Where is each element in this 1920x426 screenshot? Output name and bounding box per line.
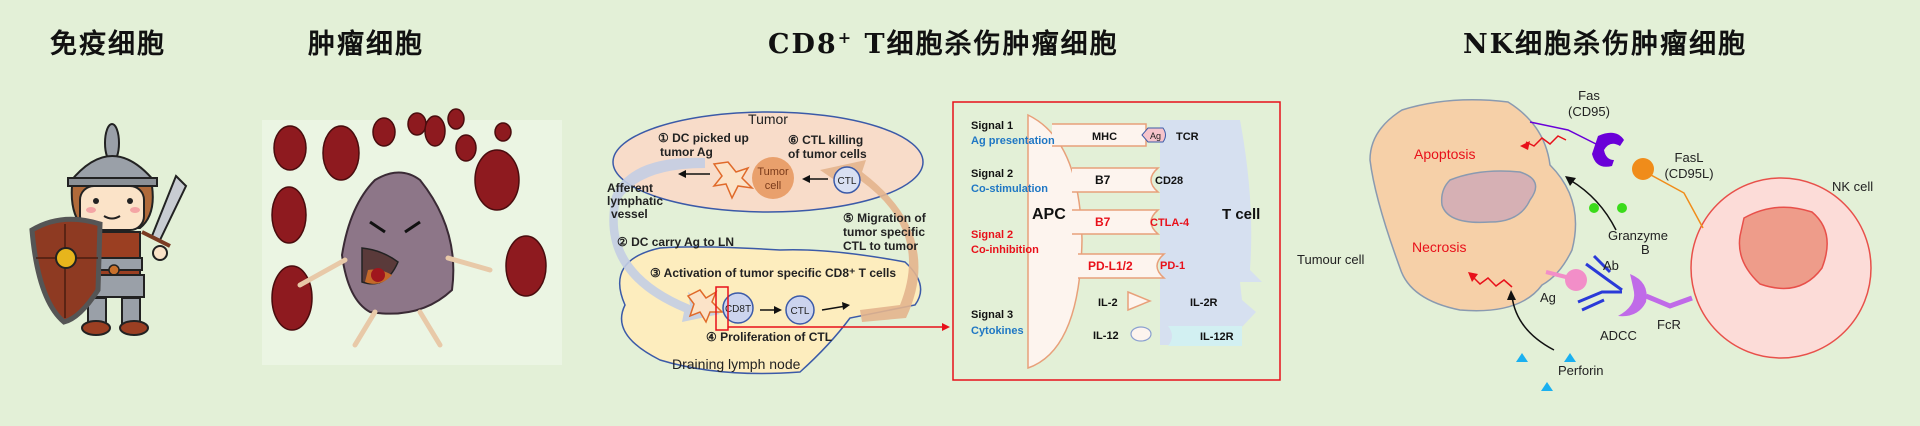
ctl-label: CTL	[838, 176, 857, 187]
step6-line2: of tumor cells	[788, 147, 867, 161]
cd28-label: CD28	[1155, 175, 1183, 187]
step1-line2: tumor Ag	[660, 145, 713, 159]
step3-label: ③ Activation of tumor specific CD8⁺ T ce…	[650, 266, 896, 280]
face-icon	[79, 185, 145, 231]
tumor-cartoon-illustration	[262, 108, 562, 365]
co-stimulation-label: Co-stimulation	[971, 183, 1048, 195]
migration-arrow	[820, 160, 919, 322]
t-cell-label: T cell	[1222, 206, 1260, 223]
step1-line1: ① DC picked up	[658, 131, 749, 145]
step6-line1: ⑥ CTL killing	[788, 133, 863, 147]
fas-line2: (CD95)	[1568, 104, 1610, 119]
immune-cell-title: 免疫细胞	[50, 29, 166, 60]
step2-label: ② DC carry Ag to LN	[617, 235, 734, 249]
step5-line1: ⑤ Migration of	[843, 211, 927, 225]
pd1-label: PD-1	[1160, 260, 1185, 272]
afferent-line3: vessel	[611, 207, 648, 221]
antibody-icon	[1577, 254, 1623, 312]
cancer-immunity-cycle: Tumor ① DC picked up tumor Ag ⑥ CTL kill…	[607, 111, 950, 375]
tumour-cell-label: Tumour cell	[1297, 252, 1365, 267]
step5-line3: CTL to tumor	[843, 239, 918, 253]
fas-receptor-icon	[1592, 132, 1624, 167]
cd8-title: CD8+ T细胞杀伤肿瘤细胞	[768, 22, 1119, 61]
il2-label: IL-2	[1098, 297, 1118, 309]
co-inhibition-label: Co-inhibition	[971, 244, 1039, 256]
tumor-cell-title: 肿瘤细胞	[308, 29, 424, 60]
step5-line2: tumor specific	[843, 225, 925, 239]
fasl-line2: (CD95L)	[1664, 166, 1713, 181]
ag-label-nk: Ag	[1540, 290, 1556, 305]
tumor-cell-line2: cell	[765, 180, 782, 192]
perforin-label: Perforin	[1558, 363, 1604, 378]
nucleus-shape	[1440, 170, 1537, 224]
nk-title: NK细胞杀伤肿瘤细胞	[1463, 29, 1748, 60]
afferent-line2: lymphatic	[607, 194, 663, 208]
t-cell-shape	[1160, 120, 1262, 345]
il12-ellipse	[1130, 326, 1152, 342]
nk-cell-label: NK cell	[1832, 179, 1873, 194]
afferent-line1: Afferent	[607, 181, 653, 195]
signal-panel-border	[952, 101, 1281, 381]
il2-triangle	[1127, 290, 1152, 312]
antigen-icon	[1565, 269, 1587, 291]
signal-panel: Signal 1 Ag presentation Signal 2 Co-sti…	[952, 101, 1281, 381]
il12r-label: IL-12R	[1200, 331, 1234, 343]
nk-killing-diagram: Fas (CD95) FasL (CD95L) NK cell Apoptosi…	[1297, 88, 1873, 391]
cd8-title-suffix: T细胞杀伤肿瘤细胞	[853, 29, 1119, 60]
b7-costim-label: B7	[1095, 173, 1111, 187]
ctl2-circle	[785, 295, 815, 325]
perforin-icons	[1516, 353, 1576, 391]
il2r-label: IL-2R	[1190, 297, 1218, 309]
signal3-label: Signal 3	[971, 309, 1013, 321]
granzyme-icon	[1589, 203, 1599, 213]
ag-presentation-label: Ag presentation	[971, 135, 1055, 147]
fas-line1: Fas	[1578, 88, 1600, 103]
ctla4-label: CTLA-4	[1150, 217, 1190, 229]
red-blood-cells	[271, 108, 547, 331]
ctl2-label: CTL	[791, 306, 810, 317]
fcr-icon	[1618, 274, 1647, 317]
il12-label: IL-12	[1093, 330, 1119, 342]
afferent-lymphatic-arrow	[609, 157, 720, 322]
synapse-highlight-box	[715, 286, 729, 331]
tumor-cell-circle	[752, 157, 794, 199]
apc-label: APC	[1032, 206, 1066, 223]
signal2b-label: Signal 2	[971, 229, 1013, 241]
signal2a-label: Signal 2	[971, 168, 1013, 180]
fasl-icon	[1632, 158, 1654, 180]
tumor-label: Tumor	[748, 111, 788, 127]
necrosis-label: Necrosis	[1412, 239, 1466, 255]
tcr-label: TCR	[1176, 131, 1199, 143]
granzyme-line1: Granzyme	[1608, 228, 1668, 243]
signal1-label: Signal 1	[971, 120, 1013, 132]
lymph-node-label: Draining lymph node	[672, 356, 801, 372]
antigen-shape	[1141, 127, 1166, 143]
shield-icon	[29, 216, 103, 325]
step4-label: ④ Proliferation of CTL	[706, 330, 832, 344]
apoptosis-label: Apoptosis	[1414, 146, 1475, 162]
cd8t-circle	[722, 292, 754, 324]
granzyme-line2: B	[1641, 242, 1650, 257]
dendritic-cell-icon	[712, 161, 755, 200]
nk-nucleus-shape	[1738, 206, 1828, 290]
fasl-line1: FasL	[1675, 150, 1704, 165]
fcr-label: FcR	[1657, 317, 1681, 332]
adcc-label: ADCC	[1600, 328, 1637, 343]
tumor-cell-line1: Tumor	[757, 166, 789, 178]
il12r-shape	[1168, 326, 1242, 346]
mhc-label: MHC	[1092, 131, 1117, 143]
pdl-label: PD-L1/2	[1088, 259, 1133, 273]
cd8t-label: CD8T	[725, 304, 751, 315]
warrior-illustration	[29, 123, 188, 336]
cd8-title-sup: +	[837, 28, 854, 47]
ctl-circle	[833, 166, 861, 194]
apc-shape	[1027, 113, 1083, 370]
ag-label: Ag	[1150, 131, 1161, 141]
cd8-title-prefix: CD8	[768, 29, 838, 60]
b7-coinhib-label: B7	[1095, 215, 1111, 229]
ab-label: Ab	[1603, 258, 1619, 273]
cytokines-label: Cytokines	[971, 325, 1024, 337]
